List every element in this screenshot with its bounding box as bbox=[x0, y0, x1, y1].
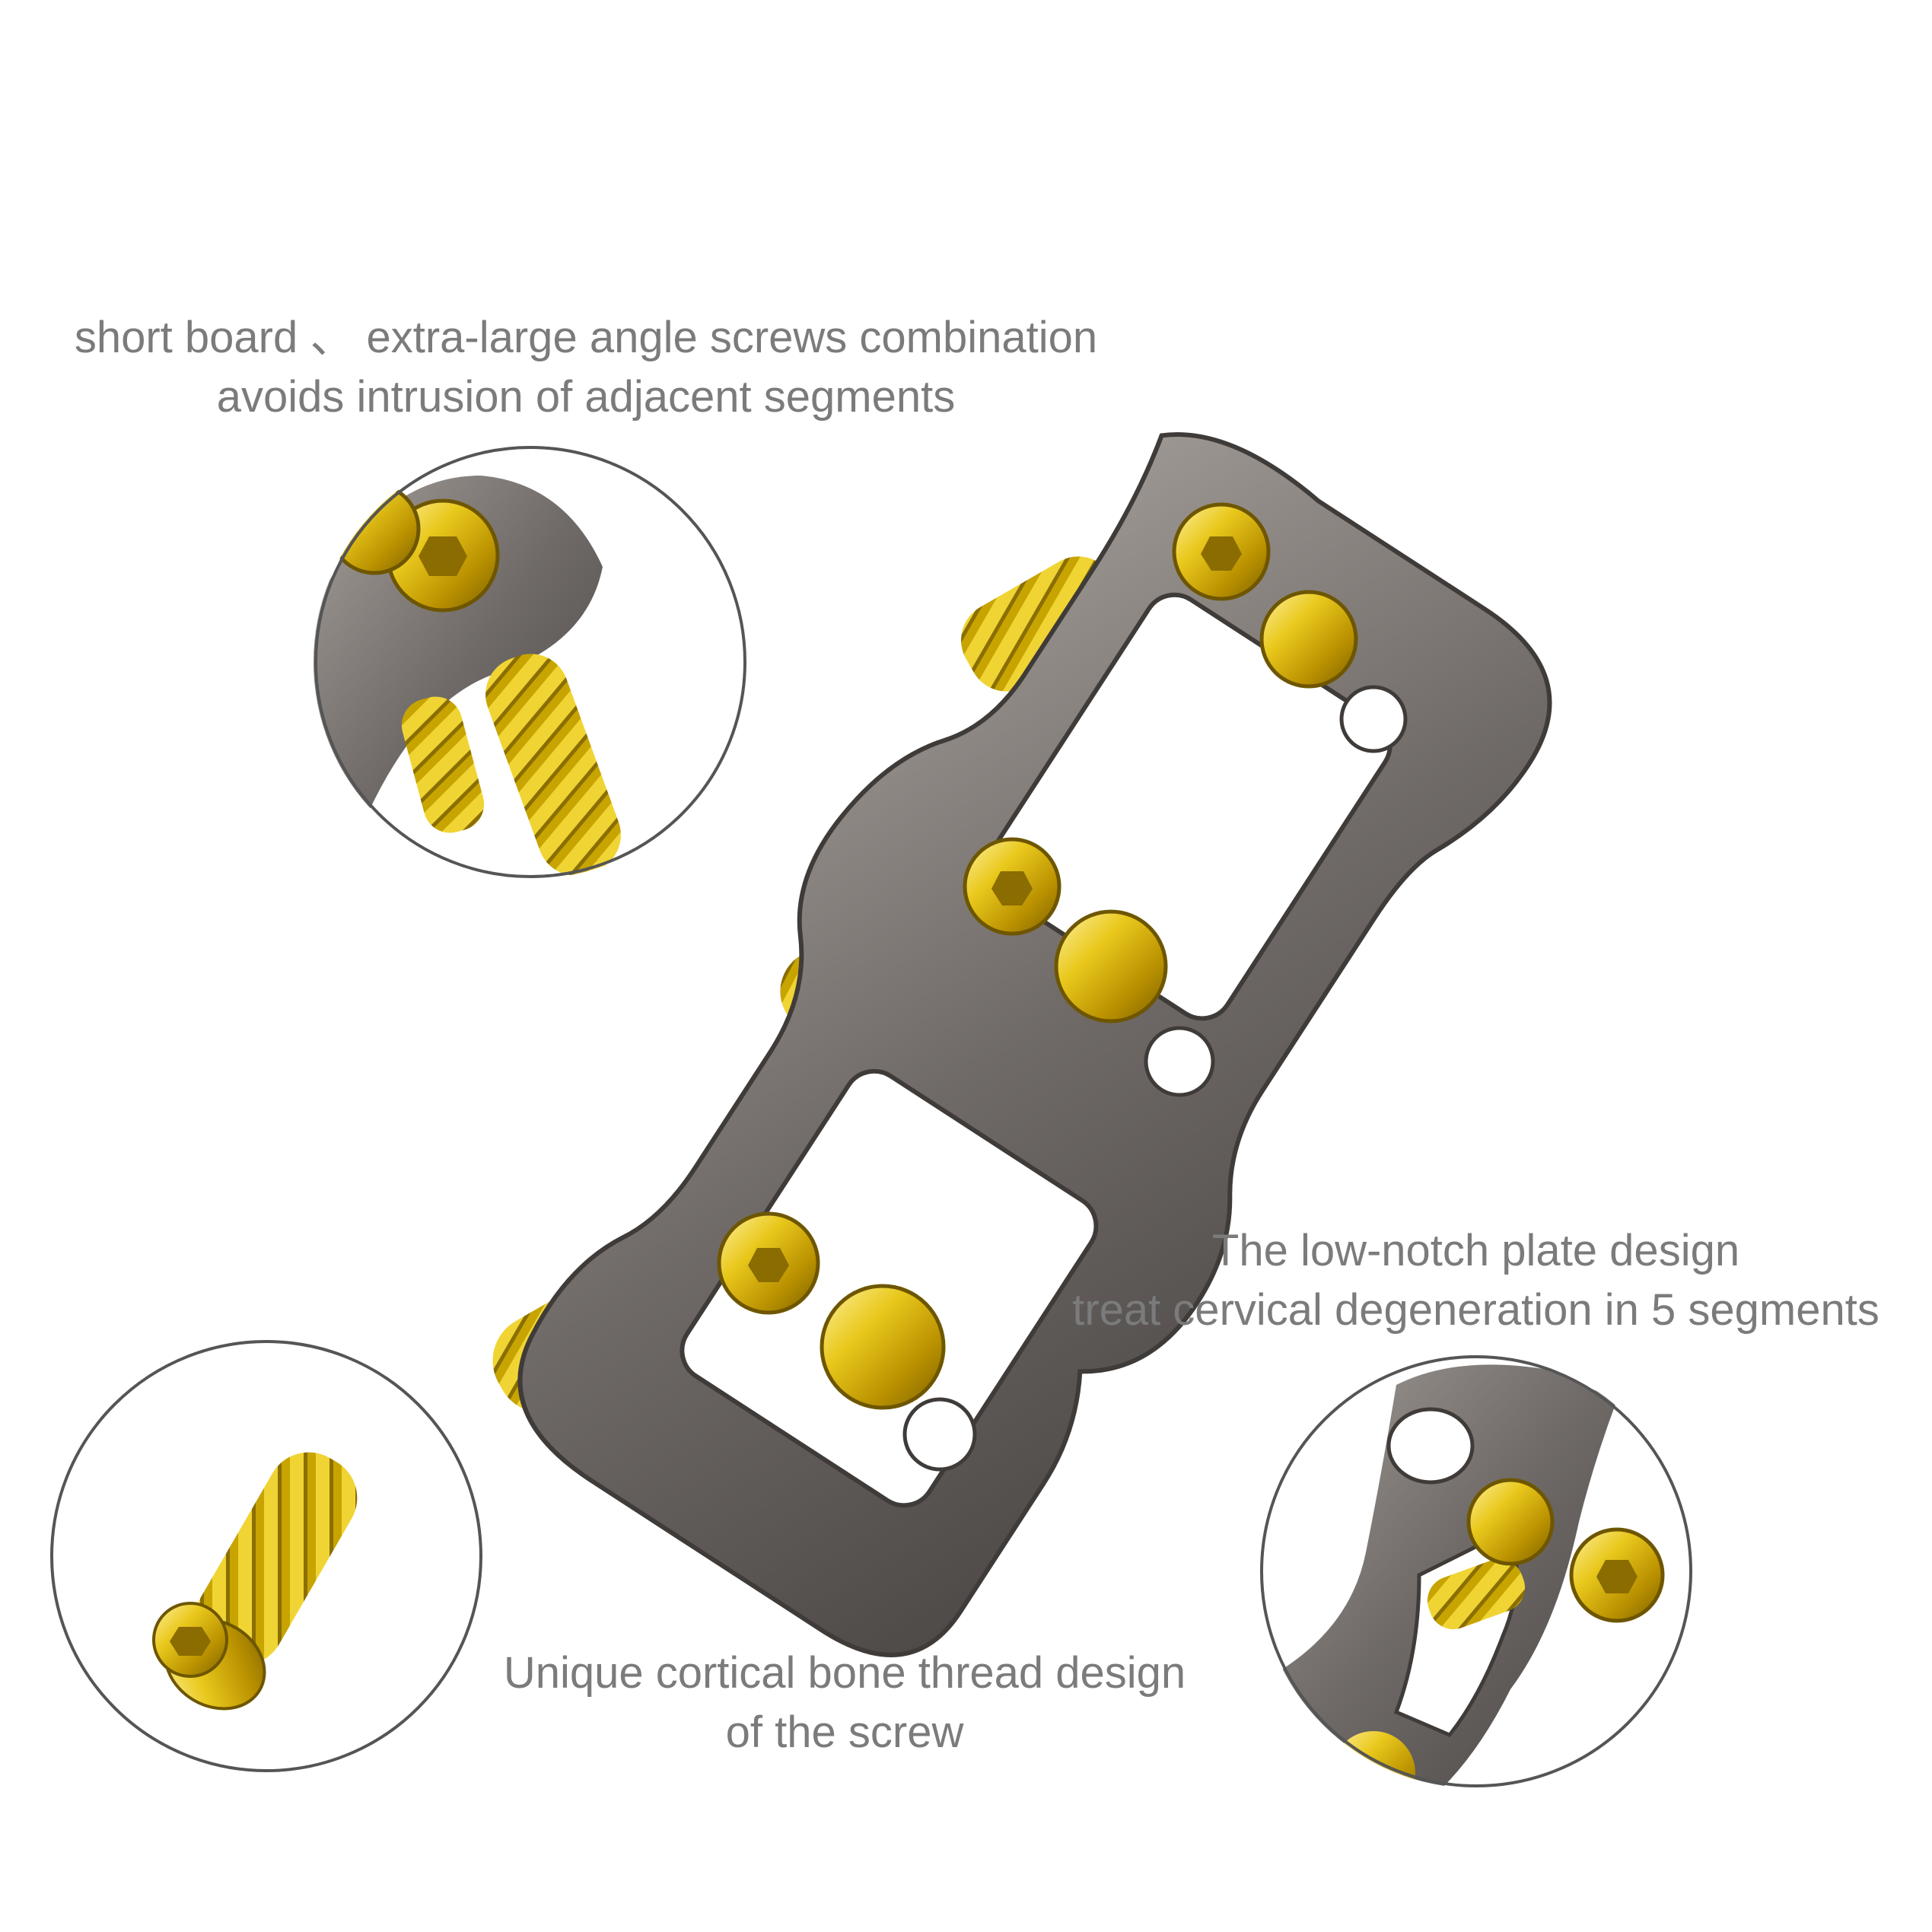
screw-heads bbox=[717, 502, 1358, 1410]
caption-screw-thread-line-1: Unique cortical bone thread design bbox=[503, 1648, 1186, 1698]
detail-circle-low-notch-plate bbox=[1259, 1354, 1693, 1788]
plate-holes bbox=[902, 685, 1408, 1472]
caption-angled-screws-line-2: avoids intrusion of adjacent segments bbox=[216, 372, 956, 422]
caption-screw-thread-line-2: of the screw bbox=[725, 1708, 964, 1757]
detail-circle-angled-screws bbox=[314, 445, 747, 879]
caption-angled-screws: short board 、 extra-large angle screws c… bbox=[15, 308, 1157, 427]
caption-low-notch-plate: The low-notch plate design treat cervica… bbox=[1020, 1221, 1932, 1340]
caption-low-notch-plate-line-1: The low-notch plate design bbox=[1211, 1226, 1740, 1275]
caption-angled-screws-line-1: short board 、 extra-large angle screws c… bbox=[74, 313, 1098, 362]
plate-body bbox=[517, 432, 1552, 1657]
caption-low-notch-plate-line-2: treat cervical degeneration in 5 segment… bbox=[1072, 1285, 1879, 1335]
caption-screw-thread: Unique cortical bone thread design of th… bbox=[441, 1644, 1248, 1762]
detail-circle-single-screw bbox=[49, 1339, 483, 1773]
